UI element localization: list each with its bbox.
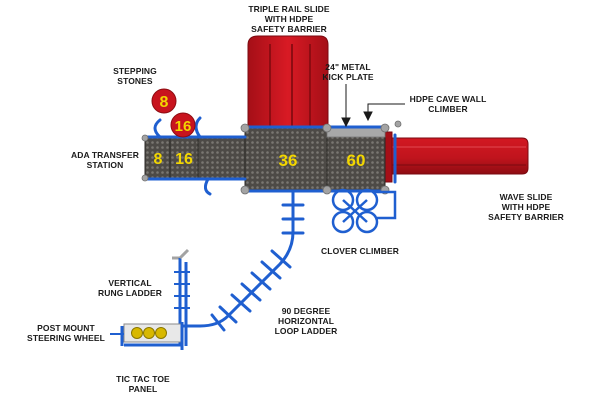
label-steering-wheel: POST MOUNT STEERING WHEEL: [27, 323, 105, 343]
label-tic-tac-toe: TIC TAC TOE PANEL: [116, 374, 170, 394]
label-vertical-rung-ladder: VERTICAL RUNG LADDER: [98, 278, 162, 298]
horizontal-loop-ladder: [176, 190, 305, 332]
clover-climber: [331, 188, 397, 234]
deck-number: 8: [154, 151, 163, 168]
label-hdpe-cave-wall: HDPE CAVE WALL CLIMBER: [409, 94, 487, 114]
deck-number: 36: [279, 151, 298, 170]
label-ada-transfer: ADA TRANSFER STATION: [71, 150, 139, 170]
tic-tac-toe-panel: [120, 322, 184, 350]
triple-rail-slide: [247, 35, 329, 129]
deck-platforms: [144, 127, 386, 191]
stone-number: 16: [175, 118, 192, 135]
label-triple-rail-slide: TRIPLE RAIL SLIDE WITH HDPE SAFETY BARRI…: [248, 4, 330, 34]
wave-slide: [379, 131, 529, 183]
deck-number: 60: [347, 151, 366, 170]
gray-post-caps: [141, 120, 402, 195]
metal-kick-plate: [326, 127, 386, 138]
stone-number: 8: [160, 94, 169, 111]
frame-posts: [143, 116, 397, 196]
vertical-rung-ladder: [172, 248, 190, 346]
deck-60: [326, 127, 386, 191]
label-metal-kick-plate: 24" METAL KICK PLATE: [322, 62, 374, 82]
deck-number: 16: [175, 151, 193, 168]
label-stepping-stones: STEPPING STONES: [113, 66, 157, 86]
leader-lines: [341, 84, 405, 128]
stepping-stones: 8 16: [151, 88, 196, 138]
label-wave-slide: WAVE SLIDE WITH HDPE SAFETY BARRIER: [488, 192, 564, 222]
label-horizontal-loop-ladder: 90 DEGREE HORIZONTAL LOOP LADDER: [274, 306, 338, 336]
label-clover-climber: CLOVER CLIMBER: [321, 246, 399, 256]
